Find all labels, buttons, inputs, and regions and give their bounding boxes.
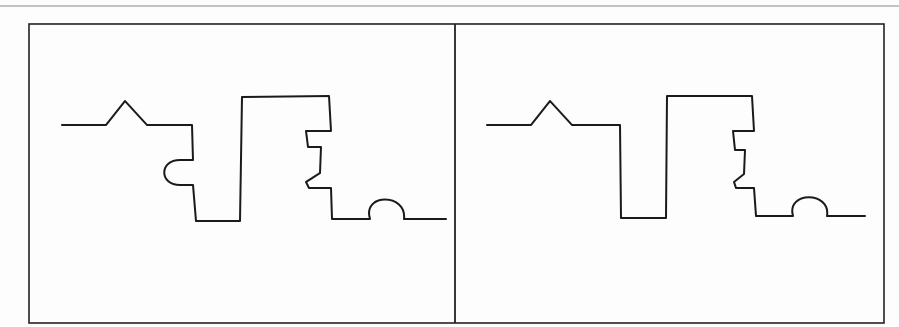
left-panel (62, 96, 446, 221)
right-puzzle-outline (487, 96, 865, 218)
left-puzzle-outline (62, 96, 446, 221)
right-panel (487, 96, 865, 218)
outer-frame (29, 24, 884, 323)
